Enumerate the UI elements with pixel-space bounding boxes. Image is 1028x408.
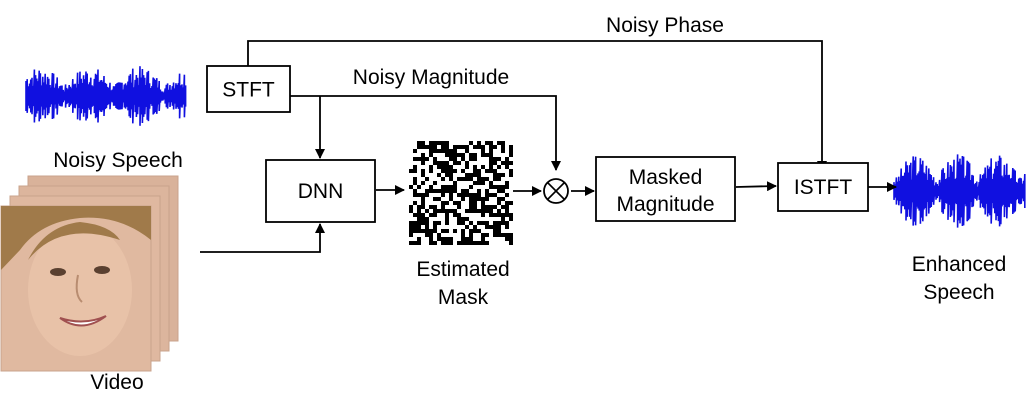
noisy-magnitude-arrow — [290, 95, 561, 171]
noisy-magnitude-label: Noisy Magnitude — [353, 66, 509, 89]
stft-label: STFT — [222, 79, 275, 102]
enhanced-speech-label-line2: Speech — [923, 281, 994, 304]
dnn-block: DNN — [265, 159, 376, 223]
noisy-phase-arrow — [247, 40, 827, 171]
estimated-mask-label-line1: Estimated — [416, 258, 509, 281]
video-to-dnn-arrow — [200, 223, 325, 253]
masked-magnitude-label-line1: Masked — [629, 166, 703, 189]
video-label: Video — [90, 371, 143, 394]
enhanced-speech-waveform — [893, 154, 1026, 228]
connectors — [200, 40, 897, 253]
estimated-mask-label-line2: Mask — [438, 286, 489, 309]
istft-block: ISTFT — [777, 162, 869, 212]
circle-times-icon — [543, 178, 569, 204]
enhanced-speech-label-line1: Enhanced — [912, 253, 1007, 276]
istft-label: ISTFT — [794, 176, 852, 199]
stft-block: STFT — [206, 65, 291, 113]
masked-to-istft-arrow — [735, 181, 777, 192]
video-frames — [0, 175, 179, 372]
masked-magnitude-block: Masked Magnitude — [595, 156, 736, 222]
dnn-label: DNN — [298, 180, 344, 203]
noisy-speech-waveform — [25, 66, 187, 126]
estimated-mask-pattern — [409, 141, 513, 245]
face-illustration — [1, 206, 151, 356]
noisy-phase-label: Noisy Phase — [606, 14, 724, 37]
noisy-speech-label: Noisy Speech — [53, 149, 183, 172]
masked-magnitude-label-line2: Magnitude — [616, 193, 714, 216]
